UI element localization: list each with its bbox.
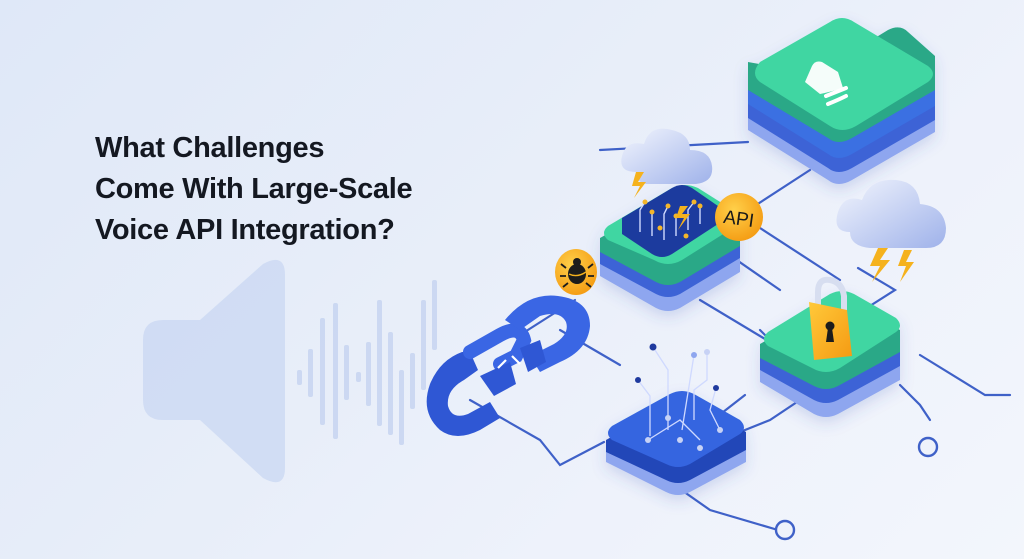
headline: What Challenges Come With Large-Scale Vo…	[95, 128, 413, 251]
api-badge-label: API	[722, 207, 755, 232]
headline-line-3: Voice API Integration?	[95, 214, 395, 246]
speaker-icon	[143, 259, 285, 483]
cloud-lightning-icon-right	[836, 179, 946, 282]
circuit-board-nodes	[635, 343, 723, 451]
api-badge-icon: API	[715, 193, 763, 241]
bug-icon	[555, 249, 597, 295]
connector-end-nodes	[774, 436, 939, 541]
broken-link-icon	[426, 295, 590, 436]
circuit-chip-icon	[639, 201, 701, 240]
padlock-icon	[809, 276, 852, 360]
cloud-lightning-icon	[621, 128, 713, 230]
headline-line-2: Come With Large-Scale	[95, 173, 413, 205]
circuit-board-traces	[637, 346, 721, 441]
circuit-board-stack	[606, 391, 746, 495]
bell-layer-stack	[748, 18, 935, 184]
sound-wave-icon	[297, 280, 437, 445]
bell-icon	[805, 61, 848, 106]
headline-line-1: What Challenges	[95, 132, 325, 164]
